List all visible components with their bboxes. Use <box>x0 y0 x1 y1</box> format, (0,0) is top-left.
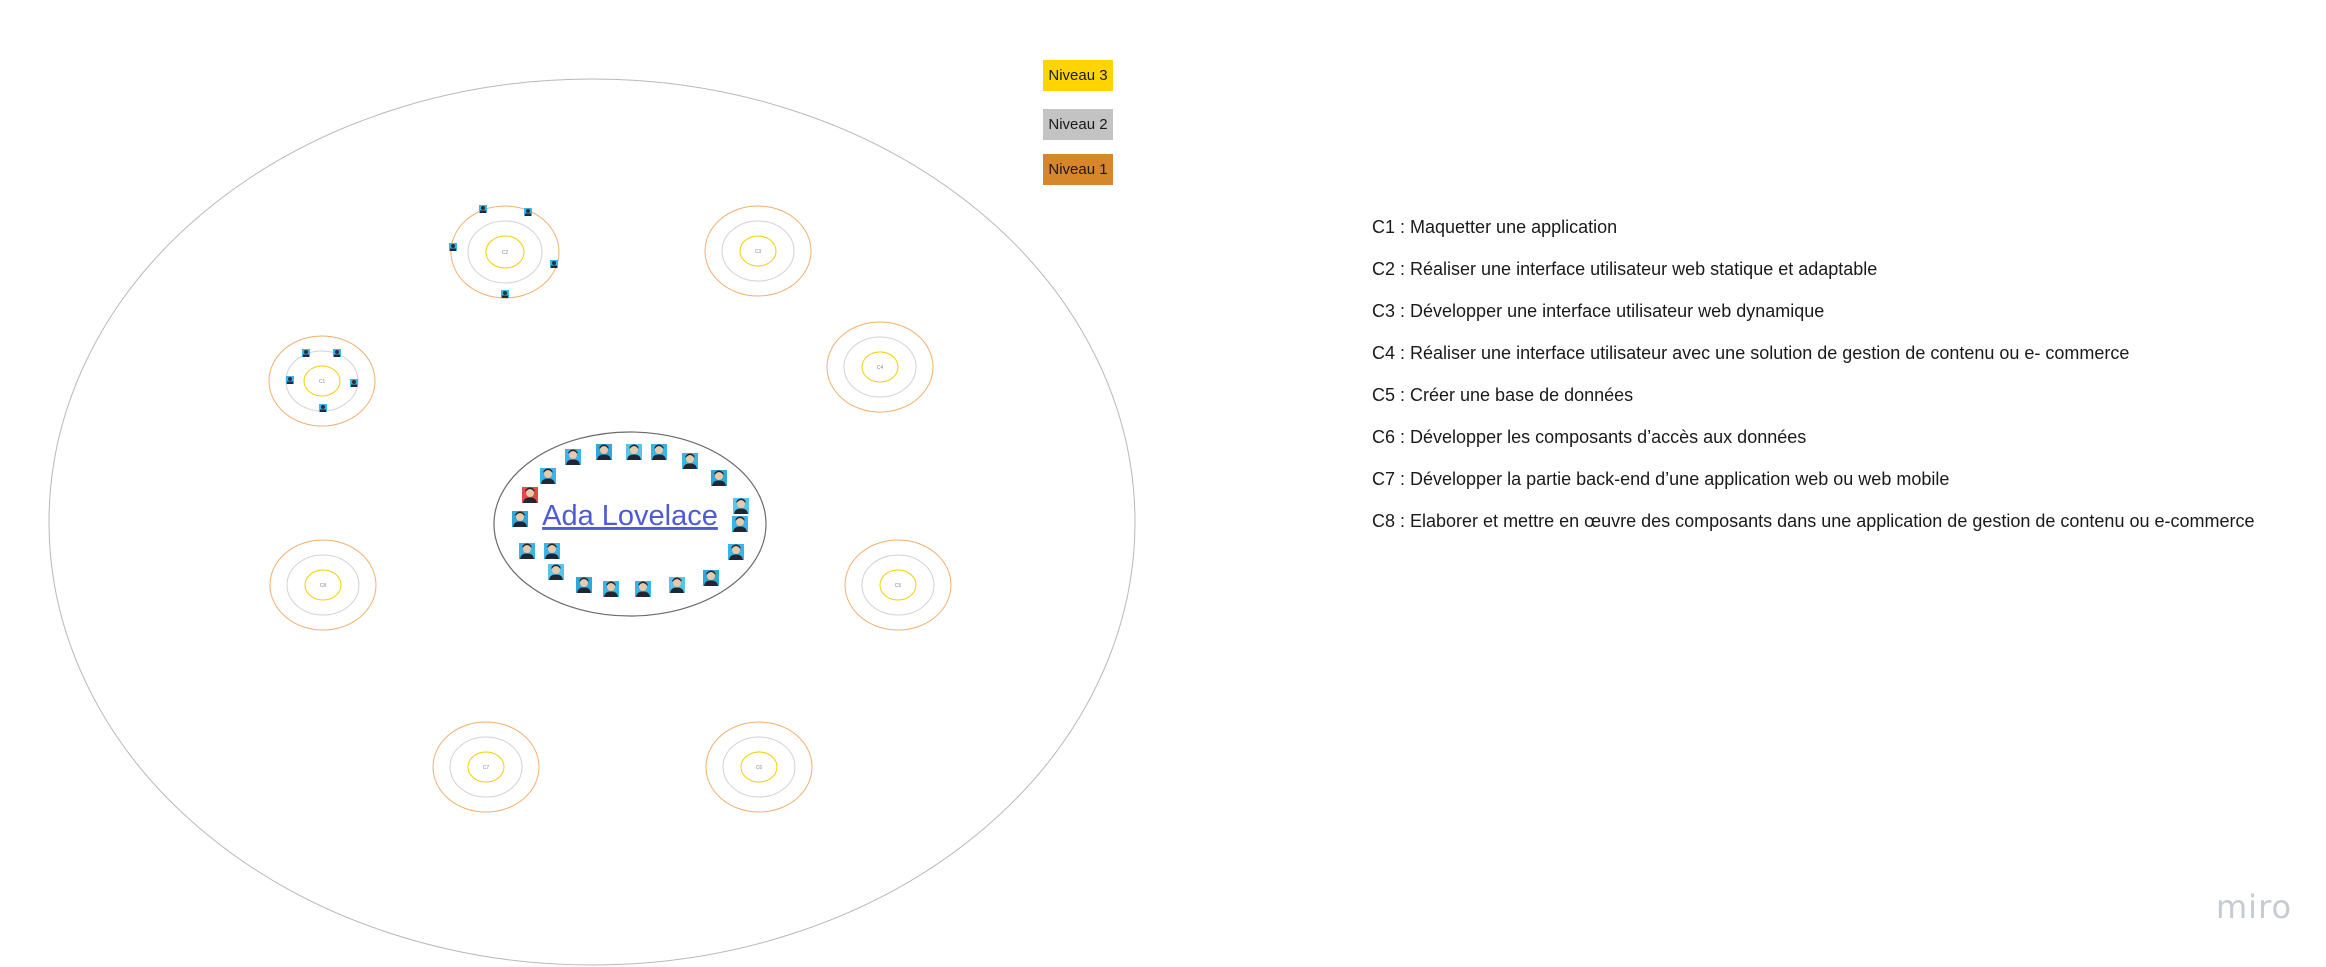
student-avatar[interactable] <box>512 511 528 527</box>
target-label: C6 <box>756 765 763 771</box>
competency-item[interactable]: C7 : Développer la partie back-end d’une… <box>1372 469 1950 489</box>
student-avatar[interactable] <box>635 581 651 597</box>
student-avatar[interactable] <box>651 444 667 460</box>
student-avatar[interactable] <box>522 487 538 503</box>
student-avatar[interactable] <box>596 444 612 460</box>
legend-level-3[interactable]: Niveau 3 <box>1043 60 1113 91</box>
target-avatar <box>479 205 487 213</box>
competency-item[interactable]: C8 : Elaborer et mettre en œuvre des com… <box>1372 511 2255 531</box>
student-avatar[interactable] <box>576 577 592 593</box>
target-c7[interactable]: C7 <box>432 721 540 813</box>
target-label: C7 <box>483 765 490 771</box>
student-avatar[interactable] <box>544 543 560 559</box>
competency-item[interactable]: C2 : Réaliser une interface utilisateur … <box>1372 259 1878 279</box>
student-avatar[interactable] <box>626 444 642 460</box>
student-avatar[interactable] <box>540 468 556 484</box>
target-avatar <box>501 290 509 298</box>
target-avatar <box>350 379 358 387</box>
target-c8[interactable]: C8 <box>269 539 377 631</box>
target-avatar <box>286 376 294 384</box>
competency-list: C1 : Maquetter une application C2 : Réal… <box>1372 206 2255 542</box>
target-c3[interactable]: C3 <box>704 205 812 297</box>
student-avatar[interactable] <box>548 564 564 580</box>
competency-item[interactable]: C3 : Développer une interface utilisateu… <box>1372 301 1825 321</box>
target-label: C4 <box>877 365 884 371</box>
target-avatar <box>524 208 532 216</box>
legend-level-1[interactable]: Niveau 1 <box>1043 154 1113 185</box>
student-avatar[interactable] <box>669 577 685 593</box>
target-c6[interactable]: C6 <box>705 721 813 813</box>
target-avatar <box>550 260 558 268</box>
target-c1[interactable]: C1 <box>268 335 376 427</box>
student-avatar[interactable] <box>703 570 719 586</box>
target-avatar <box>449 243 457 251</box>
center-title[interactable]: Ada Lovelace <box>542 500 718 532</box>
target-label: C3 <box>755 249 762 255</box>
student-avatar[interactable] <box>682 453 698 469</box>
avatar-ring <box>512 444 749 597</box>
target-avatar <box>302 349 310 357</box>
target-c5[interactable]: C5 <box>844 539 952 631</box>
target-label: C8 <box>320 583 327 589</box>
competency-item[interactable]: C6 : Développer les composants d’accès a… <box>1372 427 1807 447</box>
student-avatar[interactable] <box>732 516 748 532</box>
competency-item[interactable]: C1 : Maquetter une application <box>1372 217 1618 237</box>
student-avatar[interactable] <box>519 543 535 559</box>
target-label: C2 <box>502 250 509 256</box>
legend-level-2[interactable]: Niveau 2 <box>1043 109 1113 140</box>
student-avatar[interactable] <box>711 470 727 486</box>
student-avatar[interactable] <box>728 544 744 560</box>
competency-item[interactable]: C5 : Créer une base de données <box>1372 385 1634 405</box>
student-avatar[interactable] <box>565 449 581 465</box>
competency-item[interactable]: C4 : Réaliser une interface utilisateur … <box>1372 343 2130 363</box>
outer-circle <box>48 78 1136 966</box>
miro-logo[interactable]: miro <box>2216 888 2293 926</box>
target-label: C5 <box>895 583 902 589</box>
target-c2[interactable]: C2 <box>449 205 560 299</box>
target-avatar <box>319 404 327 412</box>
target-avatar <box>333 349 341 357</box>
student-avatar[interactable] <box>733 498 749 514</box>
target-label: C1 <box>319 379 326 385</box>
student-avatar[interactable] <box>603 581 619 597</box>
target-c4[interactable]: C4 <box>826 321 934 413</box>
